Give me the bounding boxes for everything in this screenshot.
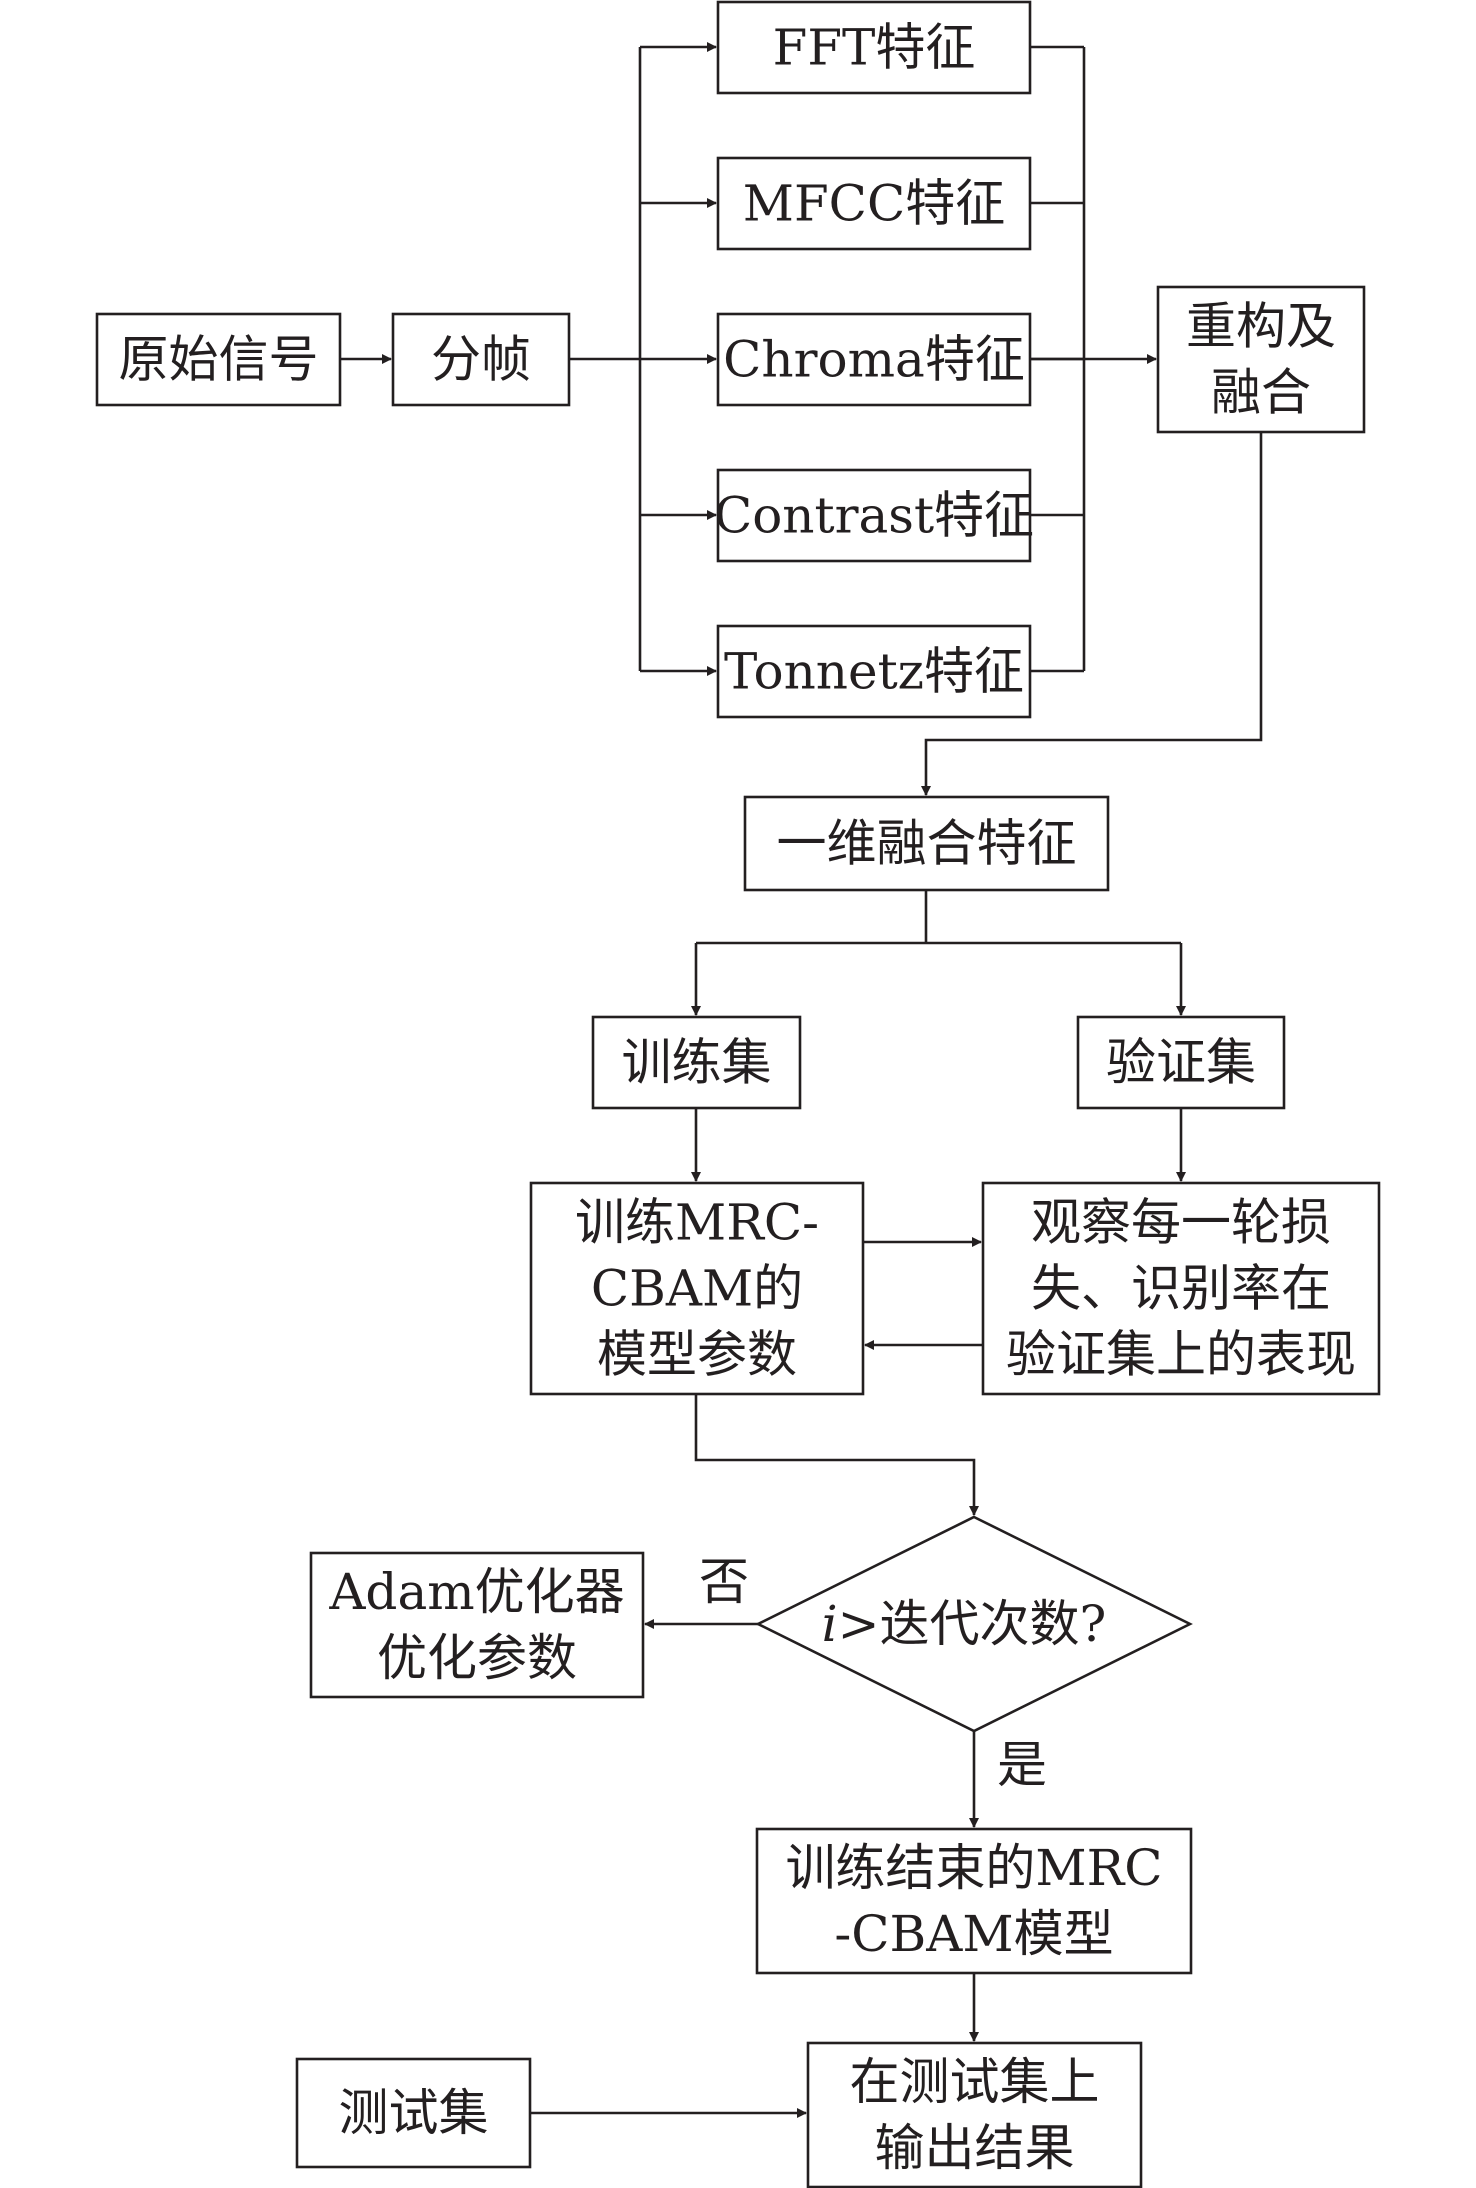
fft-label-line-1: FFT特征 xyxy=(773,19,976,77)
node-fused-1d: 一维融合特征 xyxy=(743,795,1110,892)
trained-model-label-line-1: 训练结束的MRC xyxy=(785,1839,1162,1897)
train-params-label-line-1: 训练MRC- xyxy=(575,1194,819,1252)
train-params-label-line-2: CBAM的 xyxy=(591,1260,803,1318)
observe-label-line-1: 观察每一轮损 xyxy=(1031,1194,1331,1252)
output-box xyxy=(806,2041,1143,2188)
framing-box xyxy=(391,312,571,407)
node-chroma: Chroma特征 xyxy=(716,312,1032,407)
decision-variable: i xyxy=(822,1595,838,1653)
observe-label-line-3: 验证集上的表现 xyxy=(1006,1326,1356,1384)
node-raw-signal: 原始信号 xyxy=(95,312,342,407)
edge-fused-split xyxy=(696,890,1181,945)
mfcc-label-line-1: MFCC特征 xyxy=(743,175,1005,233)
node-contrast: Contrast特征 xyxy=(714,468,1034,563)
edge-label-no: 否 xyxy=(699,1553,749,1611)
node-framing: 分帧 xyxy=(391,312,571,407)
adam-label-line-1: Adam优化器 xyxy=(328,1563,624,1621)
chroma-label-line-1: Chroma特征 xyxy=(723,331,1025,389)
edge-label-yes: 是 xyxy=(997,1736,1047,1794)
train-params-box xyxy=(529,1181,865,1396)
fft-box xyxy=(716,0,1032,95)
edges-layer xyxy=(340,42,1263,2118)
node-tonnetz: Tonnetz特征 xyxy=(716,624,1032,719)
nodes-layer: 原始信号 分帧 FFT特征 MFCC特征 Chroma特征 Contrast特征 Tonne… xyxy=(95,0,1381,2188)
node-val-set: 验证集 xyxy=(1076,1015,1286,1110)
val-set-label-line-1: 验证集 xyxy=(1106,1034,1256,1092)
output-label-line-1: 在测试集上 xyxy=(850,2053,1100,2111)
edge-framing-to-bus xyxy=(569,47,642,671)
node-train-set: 训练集 xyxy=(591,1015,802,1110)
trained-model-label-line-2: -CBAM模型 xyxy=(834,1905,1113,1963)
observe-label-line-2: 失、识别率在 xyxy=(1031,1260,1331,1318)
reconstruct-label-line-1: 重构及 xyxy=(1186,298,1336,356)
trained-model-box xyxy=(755,1827,1193,1975)
train-params-label-line-3: 模型参数 xyxy=(597,1326,797,1384)
node-trained-model: 训练结束的MRC -CBAM模型 xyxy=(755,1827,1193,1975)
raw-signal-box xyxy=(95,312,342,407)
fused-1d-label-line-1: 一维融合特征 xyxy=(777,815,1077,873)
output-label-line-2: 输出结果 xyxy=(875,2119,1075,2177)
adam-label-line-2: 优化参数 xyxy=(377,1629,577,1687)
mfcc-box xyxy=(716,156,1032,251)
tonnetz-label-line-1: Tonnetz特征 xyxy=(724,643,1024,701)
adam-box xyxy=(309,1551,645,1699)
decision-diamond xyxy=(755,1515,1193,1733)
contrast-label-line-1: Contrast特征 xyxy=(714,487,1034,545)
edge-params-to-decision xyxy=(694,1394,979,1516)
val-set-box xyxy=(1076,1015,1286,1110)
node-decision: i>迭代次数? xyxy=(755,1515,1193,1733)
contrast-box xyxy=(716,468,1032,563)
node-mfcc: MFCC特征 xyxy=(716,156,1032,251)
fused-1d-box xyxy=(743,795,1110,892)
tonnetz-box xyxy=(716,624,1032,719)
raw-signal-label-line-1: 原始信号 xyxy=(119,331,319,389)
test-set-box xyxy=(295,2057,532,2169)
train-set-box xyxy=(591,1015,802,1110)
framing-label-line-1: 分帧 xyxy=(431,331,531,389)
chroma-box xyxy=(716,312,1032,407)
node-test-set: 测试集 xyxy=(295,2057,532,2169)
edge-labels-layer: 否是 xyxy=(699,1553,1047,1794)
decision-label: i>迭代次数? xyxy=(822,1595,1107,1653)
decision-condition: >迭代次数? xyxy=(838,1595,1107,1653)
train-set-label-line-1: 训练集 xyxy=(622,1034,772,1092)
test-set-label-line-1: 测试集 xyxy=(339,2084,489,2142)
observe-box xyxy=(981,1181,1381,1396)
reconstruct-label-line-2: 融合 xyxy=(1211,364,1311,422)
reconstruct-box xyxy=(1156,285,1366,434)
edge-reconstruct-to-fused xyxy=(921,432,1263,796)
node-fft: FFT特征 xyxy=(716,0,1032,95)
